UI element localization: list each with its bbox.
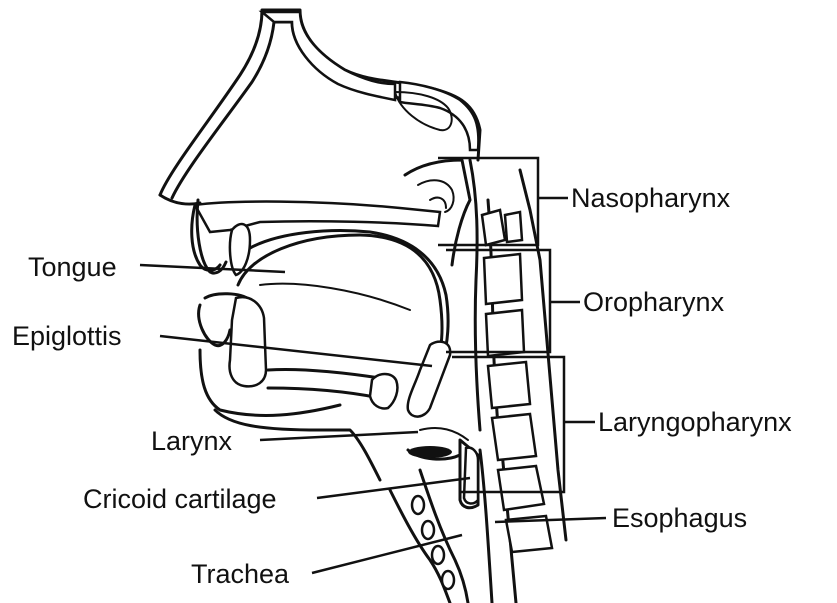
label-cricoid-cartilage: Cricoid cartilage [83, 484, 277, 514]
nasal-skull-outline [160, 10, 480, 198]
label-oropharynx: Oropharynx [583, 287, 725, 317]
label-larynx: Larynx [151, 426, 233, 456]
label-esophagus: Esophagus [612, 503, 747, 533]
label-epiglottis: Epiglottis [12, 321, 122, 351]
epiglottis-shape [408, 342, 451, 417]
label-laryngopharynx: Laryngopharynx [598, 407, 792, 437]
label-trachea: Trachea [191, 559, 290, 589]
label-tongue: Tongue [28, 252, 117, 282]
larynx-leader [260, 432, 418, 440]
hyoid-bone [370, 374, 397, 408]
tongue-shape [238, 231, 448, 365]
label-nasopharynx: Nasopharynx [571, 183, 731, 213]
